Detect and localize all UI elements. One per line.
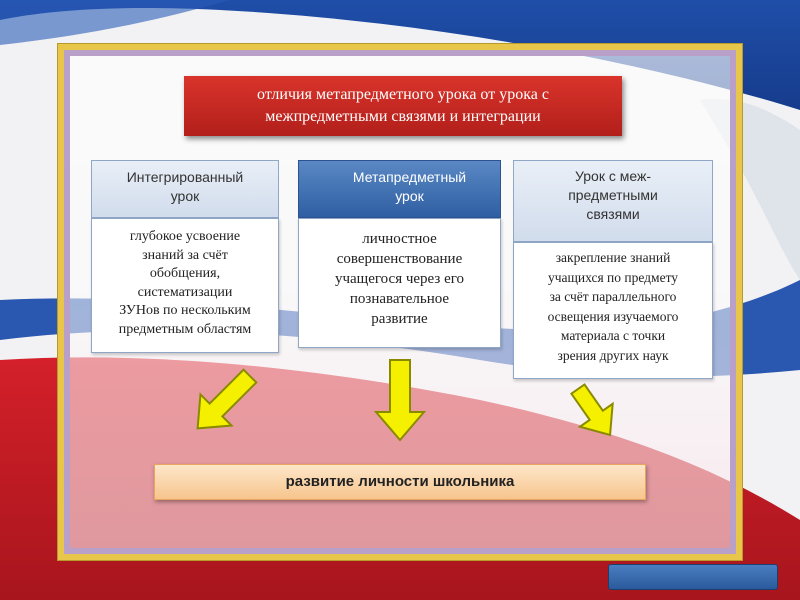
header-line: предметными — [568, 187, 658, 203]
header-line: урок — [170, 188, 200, 204]
metasubject-lesson-description: личностное совершенствование учащегося ч… — [298, 218, 501, 348]
intersubject-lesson-description: закрепление знаний учащихся по предмету … — [513, 242, 713, 379]
body-line: учащихся по предмету — [547, 269, 679, 285]
body-line: за счёт параллельного — [549, 289, 677, 304]
header-line: урок — [395, 188, 424, 204]
body-line: знаний за счёт — [142, 247, 228, 263]
header-line: связями — [586, 206, 640, 222]
title-line-2: межпредметными связями и интеграции — [265, 108, 541, 125]
header-line: Интегрированный — [126, 169, 244, 185]
title-line-1: отличия метапредметного урока от урока с — [257, 86, 549, 103]
body-line: глубокое усвоение — [129, 229, 241, 244]
integrated-lesson-description: глубокое усвоение знаний за счёт обобщен… — [91, 218, 279, 353]
metasubject-lesson-header: Метапредметный урок — [298, 160, 501, 218]
slide-title: отличия метапредметного урока от урока с… — [184, 76, 622, 136]
body-line: зрения других наук — [557, 347, 669, 363]
body-line: совершенствование — [336, 251, 463, 267]
body-line: обобщения, — [149, 266, 221, 281]
intersubject-lesson-header: Урок с меж- предметными связями — [513, 160, 713, 242]
navigation-button[interactable] — [608, 564, 778, 590]
body-line: развитие — [371, 311, 428, 327]
body-line: учащегося через его — [334, 271, 465, 287]
body-line: материала с точки — [560, 328, 666, 343]
result-label: развитие личности школьника — [285, 473, 515, 490]
header-line: Урок с меж- — [574, 168, 652, 184]
integrated-lesson-header: Интегрированный урок — [91, 160, 279, 218]
body-line: освещения изучаемого — [547, 308, 679, 324]
body-line: познавательное — [349, 291, 450, 307]
body-line: закрепление знаний — [555, 250, 671, 265]
body-line: ЗУНов по нескольким — [119, 303, 251, 318]
body-line: личностное — [362, 231, 437, 247]
body-line: предметным областям — [118, 321, 252, 337]
body-line: систематизации — [137, 284, 233, 300]
header-line: Метапредметный — [352, 169, 467, 185]
result-box: развитие личности школьника — [154, 464, 646, 500]
